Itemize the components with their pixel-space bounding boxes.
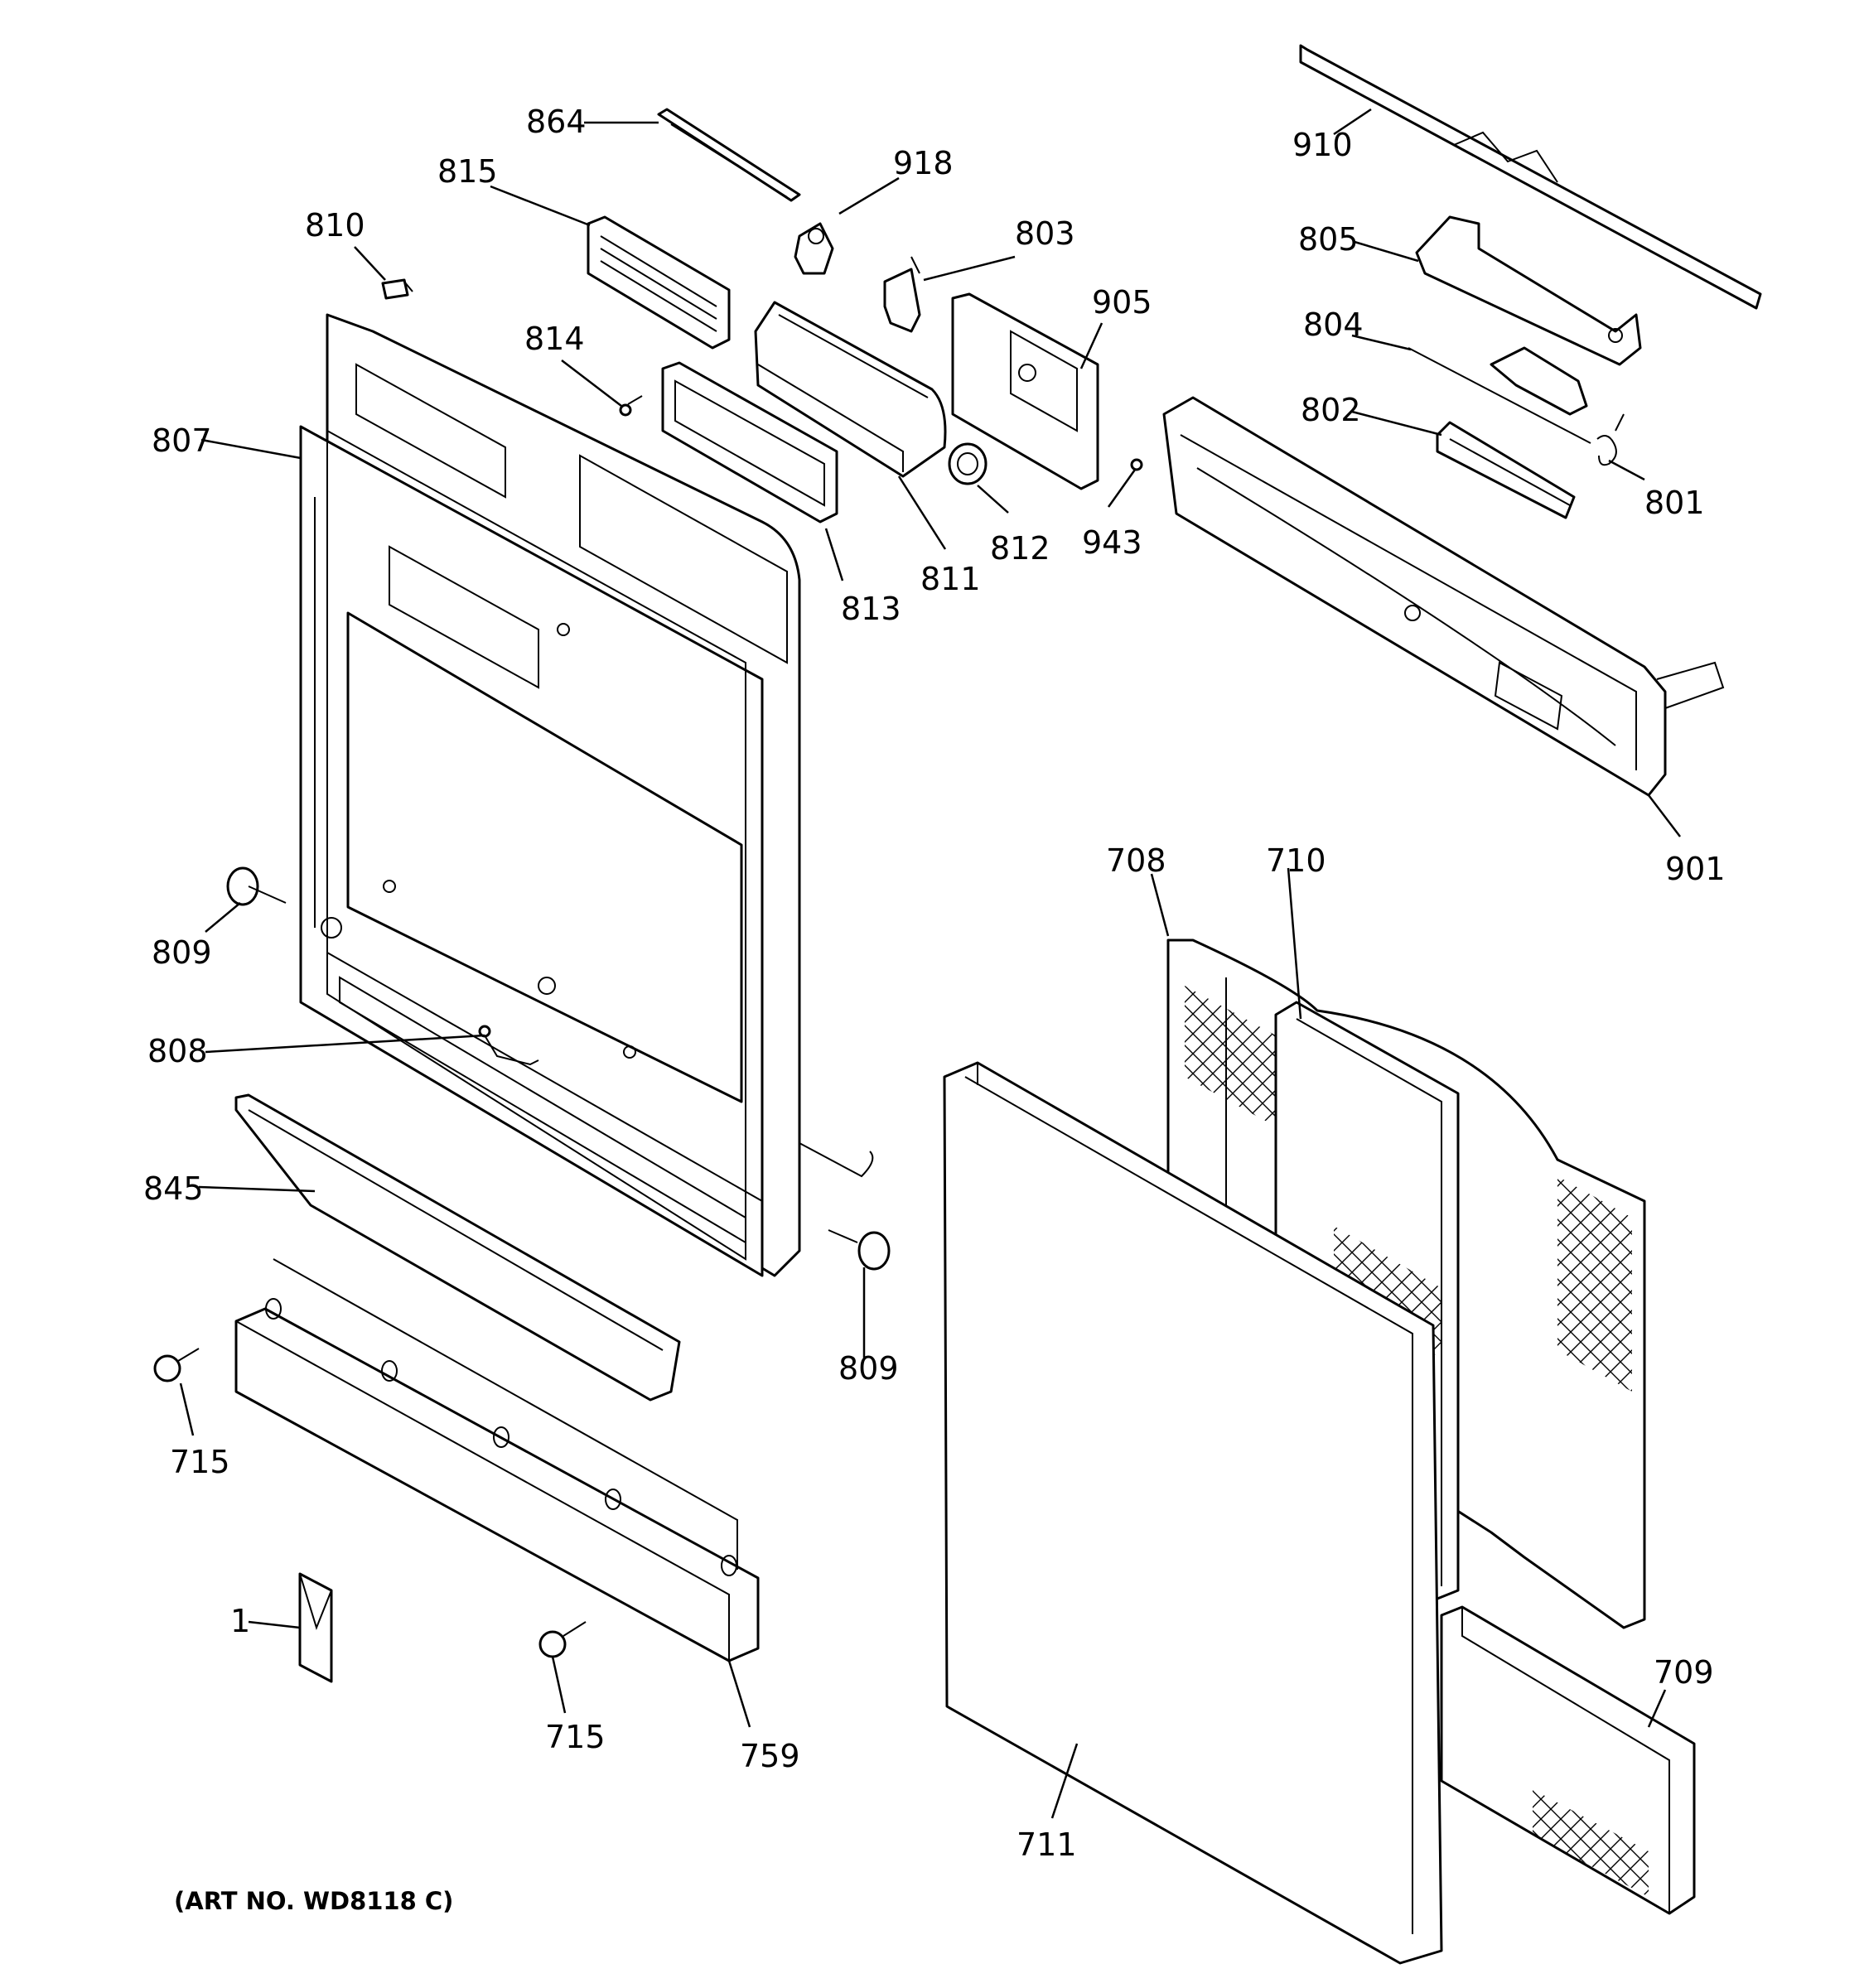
label-809-left: 809: [152, 934, 212, 971]
leader-lines: [179, 108, 1681, 1819]
label-905: 905: [1092, 284, 1152, 321]
dispenser-part-811: [754, 301, 947, 478]
label-801: 801: [1644, 485, 1705, 521]
vent-actuator-part-918: [794, 222, 834, 275]
screw-part-810: [381, 278, 413, 300]
toe-strip-part-845: [234, 1093, 681, 1402]
label-811: 811: [920, 561, 981, 597]
wire-clip-part-808: [478, 1025, 539, 1066]
vent-strip-part-864: [657, 108, 801, 202]
label-807: 807: [152, 422, 212, 459]
label-815: 815: [437, 153, 498, 190]
screw-part-715b: [538, 1621, 587, 1658]
vent-grille-part-815: [587, 215, 731, 350]
label-943: 943: [1082, 524, 1142, 561]
screw-part-814: [619, 395, 643, 417]
label-813: 813: [841, 591, 901, 627]
insulation-part-709: [1440, 1605, 1696, 1915]
label-808: 808: [147, 1033, 208, 1069]
art-number-caption: (ART NO. WD8118 C): [174, 1887, 453, 1915]
label-711: 711: [1017, 1826, 1077, 1863]
label-715-left: 715: [170, 1444, 230, 1480]
screw-part-715a: [153, 1348, 200, 1382]
screw-part-943: [1130, 458, 1143, 471]
spring-part-801: [1596, 413, 1625, 466]
label-810: 810: [305, 207, 365, 244]
inner-door-panel: [299, 313, 874, 1277]
label-812: 812: [990, 530, 1050, 567]
literature-part-1: [298, 1572, 333, 1683]
label-759: 759: [740, 1738, 800, 1774]
gasket-frame-part-813: [661, 361, 838, 524]
label-805: 805: [1298, 221, 1359, 258]
knob-part-812: [948, 442, 988, 485]
label-804: 804: [1303, 306, 1364, 343]
label-710: 710: [1266, 842, 1326, 879]
label-709: 709: [1654, 1654, 1714, 1691]
control-board-part-905: [951, 292, 1099, 490]
label-803: 803: [1015, 215, 1075, 252]
label-1: 1: [230, 1603, 250, 1639]
label-802: 802: [1301, 392, 1361, 428]
label-845: 845: [143, 1170, 204, 1207]
label-809-right: 809: [838, 1350, 899, 1387]
label-918: 918: [893, 145, 954, 181]
latch-part-802: [1436, 421, 1576, 519]
label-708: 708: [1106, 842, 1166, 879]
label-910: 910: [1292, 127, 1353, 163]
fastener-part-809a: [226, 866, 287, 906]
label-864: 864: [526, 104, 587, 140]
hinge-rod-part-804: [1408, 346, 1591, 444]
fastener-part-809b: [828, 1229, 891, 1271]
top-rail-part-910: [1299, 44, 1762, 310]
callout-labels: 864 918 815 810 803 905 814 807 813 811 …: [143, 104, 1726, 1863]
switch-bracket-part-803: [883, 256, 921, 333]
label-715-right: 715: [545, 1719, 606, 1755]
control-panel-part-901: [1162, 396, 1725, 797]
label-814: 814: [524, 321, 585, 357]
outer-panel-part-711: [943, 1061, 1443, 1965]
label-901: 901: [1665, 851, 1726, 887]
bracket-part-805: [1415, 215, 1642, 366]
kick-panel-part-759: [234, 1258, 760, 1662]
